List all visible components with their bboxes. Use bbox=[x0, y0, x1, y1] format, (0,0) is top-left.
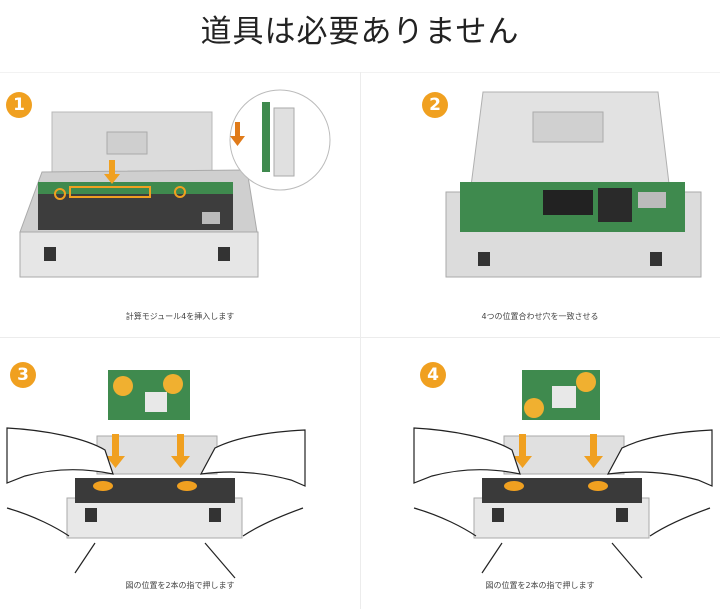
center-divider bbox=[360, 72, 361, 609]
step-1-illustration bbox=[19, 89, 331, 278]
step-4-illustration bbox=[413, 370, 713, 579]
page-title: 道具は必要ありません bbox=[200, 14, 520, 50]
step-2-illustration bbox=[445, 91, 702, 278]
step-4-panel: 4 図の位置を2本の指で押します bbox=[360, 338, 720, 609]
step-4-badge: 4 bbox=[420, 362, 446, 388]
step-1-caption: 計算モジュール4を挿入します bbox=[125, 312, 235, 321]
step-3-panel: 3 図の位置を2本の指で押します bbox=[0, 338, 360, 609]
step-2-panel: 2 4つの位置合わせ穴を一致させる bbox=[360, 72, 720, 337]
step-2-badge: 2 bbox=[422, 92, 448, 118]
step-1-panel: 1 計算モジュール4を挿入します bbox=[0, 72, 360, 337]
step-1-badge: 1 bbox=[6, 92, 32, 118]
step-3-illustration bbox=[6, 370, 306, 579]
step-3-badge: 3 bbox=[10, 362, 36, 388]
step-3-caption: 図の位置を2本の指で押します bbox=[125, 581, 235, 590]
step-4-caption: 図の位置を2本の指で押します bbox=[485, 581, 595, 590]
step-2-caption: 4つの位置合わせ穴を一致させる bbox=[481, 312, 599, 321]
